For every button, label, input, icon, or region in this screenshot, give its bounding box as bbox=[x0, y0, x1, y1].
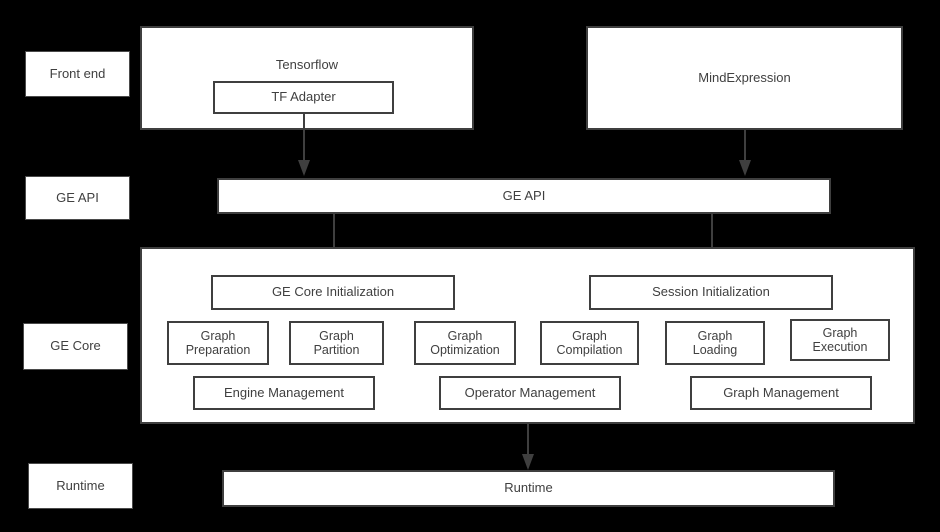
feature-graph-partition: Graph Partition bbox=[289, 321, 384, 365]
engine-management-box: Engine Management bbox=[193, 376, 375, 410]
stage-label-runtime: Runtime bbox=[28, 463, 133, 509]
engine-management-label: Engine Management bbox=[224, 384, 344, 400]
runtime-bar: Runtime bbox=[222, 470, 835, 507]
frontend-mindexpression-label: MindExpression bbox=[698, 69, 791, 85]
graph-management-box: Graph Management bbox=[690, 376, 872, 410]
feature-graph-optimization: Graph Optimization bbox=[414, 321, 516, 365]
frontend-tensorflow-label: Tensorflow bbox=[275, 57, 339, 72]
stage-label-ge-core: GE Core bbox=[23, 323, 128, 370]
ge-core-initialization-box: GE Core Initialization bbox=[211, 275, 455, 310]
graph-management-label: Graph Management bbox=[723, 384, 839, 400]
operator-management-box: Operator Management bbox=[439, 376, 621, 410]
feature-graph-compilation: Graph Compilation bbox=[540, 321, 639, 365]
session-initialization-label: Session Initialization bbox=[652, 284, 770, 300]
stage-label-front-end-text: Front end bbox=[49, 65, 106, 81]
feature-graph-execution-label: Graph Execution bbox=[812, 325, 868, 354]
feature-graph-preparation-label: Graph Preparation bbox=[185, 328, 251, 357]
operator-management-label: Operator Management bbox=[464, 384, 596, 400]
session-initialization-box: Session Initialization bbox=[589, 275, 833, 310]
feature-graph-optimization-label: Graph Optimization bbox=[430, 328, 500, 357]
connector-mindexpression-to-ge-api bbox=[739, 130, 751, 176]
feature-graph-execution: Graph Execution bbox=[790, 319, 890, 361]
stage-label-ge-api: GE API bbox=[25, 176, 130, 220]
stage-label-runtime-text: Runtime bbox=[56, 477, 105, 493]
tf-adapter-label: TF Adapter bbox=[271, 89, 336, 105]
stage-label-front-end: Front end bbox=[25, 51, 130, 97]
runtime-bar-label: Runtime bbox=[504, 480, 553, 496]
ge-api-bar: GE API bbox=[217, 178, 831, 214]
connector-tf-adapter-to-ge-api bbox=[298, 114, 310, 176]
tf-adapter-box: TF Adapter bbox=[213, 81, 394, 114]
feature-graph-loading: Graph Loading bbox=[665, 321, 765, 365]
stage-label-ge-api-text: GE API bbox=[56, 189, 99, 205]
ge-core-initialization-label: GE Core Initialization bbox=[271, 284, 395, 300]
connector-ge-core-to-runtime bbox=[522, 424, 534, 470]
feature-graph-preparation: Graph Preparation bbox=[167, 321, 269, 365]
frontend-mindexpression-container: MindExpression bbox=[586, 26, 903, 130]
feature-graph-loading-label: Graph Loading bbox=[692, 328, 738, 357]
feature-graph-partition-label: Graph Partition bbox=[313, 328, 360, 357]
ge-api-bar-label: GE API bbox=[502, 187, 546, 203]
feature-graph-compilation-label: Graph Compilation bbox=[556, 328, 623, 357]
stage-label-ge-core-text: GE Core bbox=[50, 338, 101, 354]
